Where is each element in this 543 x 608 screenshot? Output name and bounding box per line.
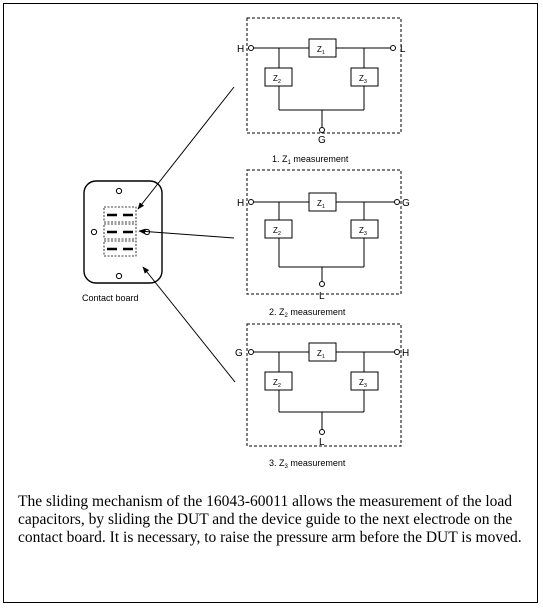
- panel-z2-measurement: Z1 Z2 Z3 H G L 2. Z2 measurement: [237, 169, 410, 319]
- terminal-left: H: [237, 198, 244, 209]
- z-left-label: Z2: [273, 74, 281, 85]
- z-right-label: Z3: [359, 378, 367, 389]
- arrow-to-electrode-3: [142, 266, 236, 383]
- board-electrode-2: [103, 223, 137, 240]
- panel-caption: 1. Z1 measurement: [272, 154, 349, 166]
- arrow-to-electrode-2: [138, 228, 235, 239]
- terminal-right: G: [402, 198, 410, 209]
- board-electrode-1: [103, 206, 137, 223]
- terminal-right: L: [400, 44, 406, 55]
- figure-frame: Contact board Z1 Z2 Z3 H L G 1. Z1 m: [3, 3, 538, 603]
- panel-z3-measurement: Z1 Z2 Z3 G H L 3. Z3 measurement: [235, 323, 409, 470]
- contact-board: Contact board: [82, 180, 163, 303]
- z-top-label: Z1: [317, 349, 325, 360]
- contact-board-label: Contact board: [82, 293, 139, 303]
- terminal-right: H: [402, 348, 409, 359]
- measurement-diagram: Contact board Z1 Z2 Z3 H L G 1. Z1 m: [82, 17, 410, 470]
- terminal-left: H: [237, 44, 244, 55]
- z-top-label: Z1: [317, 45, 325, 56]
- terminal-bottom: L: [319, 437, 325, 448]
- terminal-bottom: L: [319, 291, 325, 302]
- panel-caption: 3. Z3 measurement: [269, 458, 346, 470]
- z-right-label: Z3: [359, 74, 367, 85]
- board-electrode-3: [103, 240, 137, 257]
- panel-caption: 2. Z2 measurement: [269, 307, 346, 319]
- z-right-label: Z3: [359, 226, 367, 237]
- z-left-label: Z2: [273, 226, 281, 237]
- panel-z1-measurement: Z1 Z2 Z3 H L G 1. Z1 measurement: [237, 17, 406, 166]
- z-top-label: Z1: [317, 199, 325, 210]
- terminal-left: G: [235, 348, 243, 359]
- z-left-label: Z2: [273, 378, 281, 389]
- terminal-bottom: G: [318, 135, 326, 146]
- description-text: The sliding mechanism of the 16043-60011…: [18, 493, 522, 546]
- arrow-to-electrode-1: [137, 86, 235, 210]
